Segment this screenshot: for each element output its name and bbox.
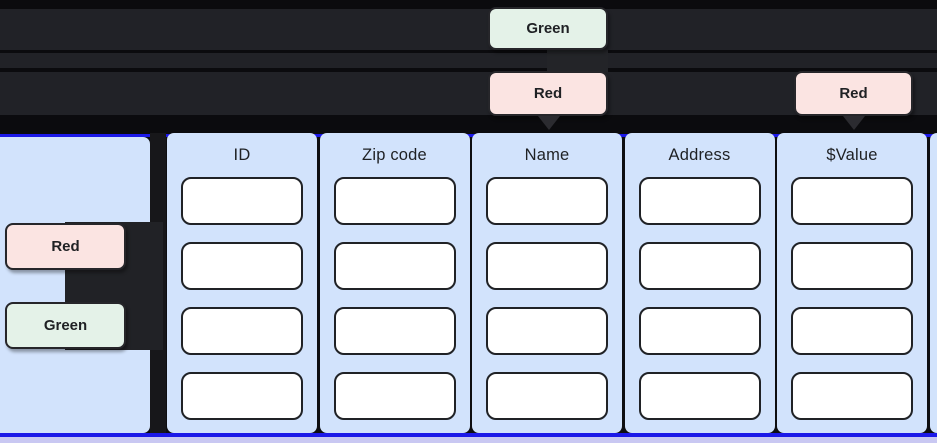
column-slots	[320, 177, 470, 420]
page-footer-strip	[0, 437, 937, 443]
empty-cell-slot[interactable]	[638, 177, 761, 225]
table-column: Address	[624, 133, 775, 433]
column-header-label: Zip code	[362, 145, 427, 164]
background-strip-top	[0, 9, 937, 50]
caret-down-pointer-name-column	[538, 116, 560, 130]
top-badges-connector-stub	[547, 49, 608, 73]
column-slots	[625, 177, 775, 420]
empty-cell-slot[interactable]	[333, 372, 456, 420]
empty-cell-slot[interactable]	[486, 242, 608, 290]
empty-cell-slot[interactable]	[333, 242, 456, 290]
background-strip-lower	[0, 72, 937, 115]
table-bottom-border-line	[0, 433, 937, 437]
empty-cell-slot[interactable]	[638, 372, 761, 420]
empty-cell-slot[interactable]	[181, 242, 303, 290]
table-column: ID	[167, 133, 317, 433]
empty-cell-slot[interactable]	[333, 307, 456, 355]
empty-cell-slot[interactable]	[638, 307, 761, 355]
table-column: Zip code	[319, 133, 470, 433]
empty-cell-slot[interactable]	[791, 307, 913, 355]
empty-cell-slot[interactable]	[181, 307, 303, 355]
green-annotation-badge-top[interactable]: Green	[488, 7, 608, 50]
column-header-label: $Value	[826, 145, 878, 164]
green-annotation-badge-left[interactable]: Green	[5, 302, 126, 349]
table-column-partial	[929, 133, 937, 433]
column-header-label: Name	[524, 145, 570, 164]
red-annotation-badge-left[interactable]: Red	[5, 223, 126, 270]
background-strip-middle	[0, 53, 937, 68]
empty-cell-slot[interactable]	[638, 242, 761, 290]
column-slots	[777, 177, 927, 420]
empty-cell-slot[interactable]	[486, 372, 608, 420]
empty-cell-slot[interactable]	[486, 307, 608, 355]
empty-cell-slot[interactable]	[181, 177, 303, 225]
column-slots	[472, 177, 622, 420]
empty-cell-slot[interactable]	[791, 242, 913, 290]
column-header-label	[930, 133, 937, 177]
caret-down-pointer-value-column	[843, 116, 865, 130]
red-annotation-badge-name-column[interactable]: Red	[488, 71, 608, 116]
empty-cell-slot[interactable]	[791, 177, 913, 225]
column-header-label: Address	[668, 145, 731, 164]
empty-cell-slot[interactable]	[486, 177, 608, 225]
empty-cell-slot[interactable]	[791, 372, 913, 420]
red-annotation-badge-value-column[interactable]: Red	[794, 71, 913, 116]
column-slots	[167, 177, 317, 420]
table-column: $Value	[777, 133, 927, 433]
column-slots	[930, 177, 937, 420]
empty-cell-slot[interactable]	[181, 372, 303, 420]
table-column: Name	[472, 133, 622, 433]
empty-cell-slot[interactable]	[333, 177, 456, 225]
column-header-label: ID	[233, 145, 251, 164]
